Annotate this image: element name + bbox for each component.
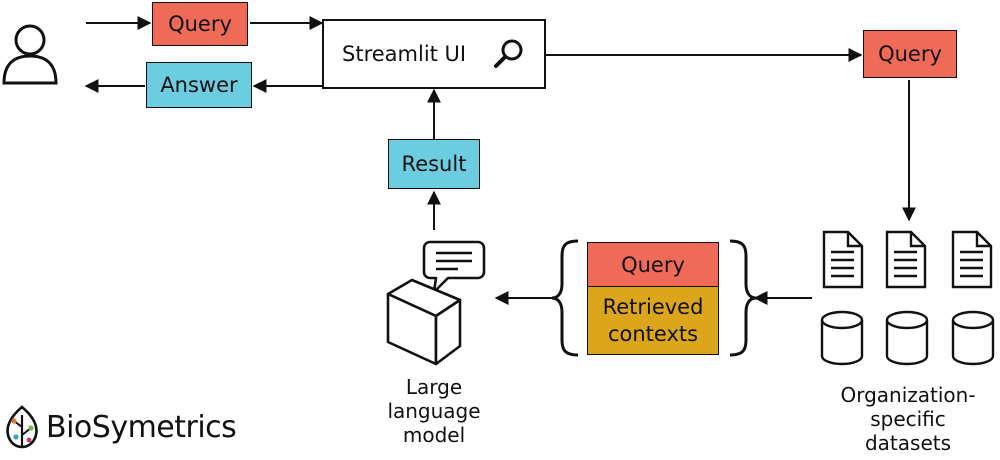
retrieved-contexts-label: Retrieved contexts bbox=[602, 295, 704, 346]
datasets-caption: Organization- specific datasets bbox=[840, 383, 976, 455]
top-query-label: Query bbox=[168, 12, 232, 36]
answer-box: Answer bbox=[146, 62, 252, 108]
right-brace bbox=[729, 239, 757, 357]
top-query-box: Query bbox=[152, 2, 248, 46]
arrow-ui-to-datasets bbox=[546, 48, 916, 222]
leaf-logo-icon bbox=[6, 405, 38, 449]
database-icon bbox=[885, 310, 929, 366]
streamlit-ui-box[interactable]: Streamlit UI bbox=[322, 19, 546, 89]
user-icon bbox=[2, 24, 58, 85]
context-query-box: Query bbox=[587, 242, 719, 288]
result-label: Result bbox=[401, 152, 467, 176]
search-icon bbox=[494, 39, 523, 68]
documents-group bbox=[822, 230, 993, 289]
document-icon bbox=[822, 230, 864, 289]
databases-group bbox=[820, 310, 995, 366]
database-icon bbox=[951, 310, 995, 366]
brand-name: BioSymetrics bbox=[46, 409, 237, 445]
right-query-box: Query bbox=[863, 30, 957, 78]
document-icon bbox=[885, 230, 927, 289]
result-box: Result bbox=[388, 139, 480, 189]
llm-caption: Large language model bbox=[387, 375, 481, 447]
context-query-label: Query bbox=[621, 253, 685, 277]
database-icon bbox=[820, 310, 864, 366]
llm-box-icon bbox=[386, 240, 486, 366]
right-query-label: Query bbox=[878, 42, 942, 66]
retrieved-contexts-box: Retrieved contexts bbox=[587, 286, 719, 355]
streamlit-ui-label: Streamlit UI bbox=[342, 42, 467, 66]
document-icon bbox=[951, 230, 993, 289]
brand-logo: BioSymetrics bbox=[4, 405, 237, 449]
left-brace bbox=[551, 239, 579, 357]
answer-label: Answer bbox=[160, 73, 238, 97]
